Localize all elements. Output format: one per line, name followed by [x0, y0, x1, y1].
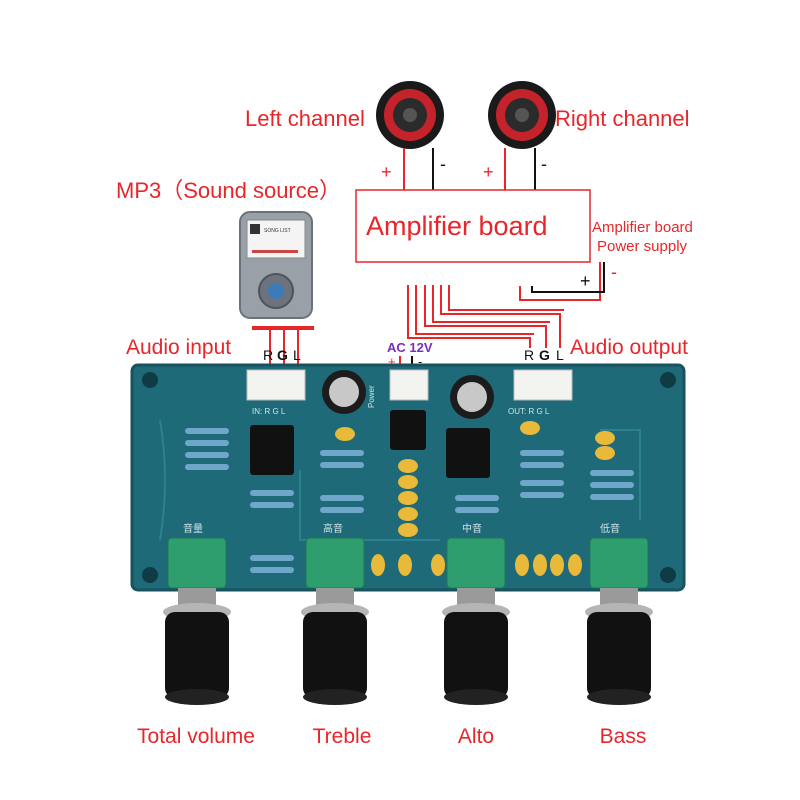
pcb-silk-power: Power [367, 385, 376, 408]
power-input-label: AC 12V [387, 340, 433, 355]
amplifier-board-box [355, 189, 591, 263]
volume-knob[interactable] [163, 537, 231, 705]
audio-input-pin-l: L [293, 347, 301, 363]
right-channel-label: Right channel [555, 106, 690, 131]
pcb-silk-in: IN: R G L [252, 407, 286, 416]
amplifier-board-title: Amplifier board [366, 211, 548, 241]
sound-source-label: MP3（Sound source） [116, 178, 341, 203]
ceramic-capacitors [335, 421, 615, 576]
electrolytic-capacitor [450, 375, 494, 419]
audio-input-label: Audio input [126, 336, 231, 359]
pcb-silk-bass: 低音 [600, 522, 620, 535]
audio-output-pin-r: R [524, 347, 534, 363]
audio-output-pin-g: G [539, 347, 550, 363]
power-plus: + [388, 354, 396, 369]
mp3-player-icon [239, 211, 313, 319]
audio-output-wires [407, 285, 564, 348]
treble-knob[interactable] [301, 537, 369, 705]
left-minus-sign: - [440, 154, 446, 174]
op-amp-chip [250, 425, 294, 475]
right-speaker-icon [488, 81, 556, 149]
amp-power-plus: + [580, 271, 591, 291]
total-volume-label: Total volume [137, 725, 255, 748]
electrolytic-capacitor [322, 370, 366, 414]
audio-output-connector [513, 369, 573, 401]
pcb-silk-mid: 中音 [462, 522, 482, 535]
audio-input-pin-g: G [277, 347, 288, 363]
resistor-array [185, 428, 634, 573]
pcb-silk-out: OUT: R G L [508, 407, 550, 416]
bass-knob[interactable] [585, 537, 653, 705]
power-minus: - [418, 354, 422, 369]
alto-label: Alto [458, 725, 494, 748]
alto-knob[interactable] [442, 537, 510, 705]
power-connector [389, 369, 429, 401]
left-speaker-icon [376, 81, 444, 149]
amplifier-power-label-2: Power supply [597, 238, 688, 255]
mp3-screen-text: SONG LIST [264, 228, 291, 234]
audio-output-pin-l: L [556, 347, 564, 363]
audio-output-label: Audio output [570, 336, 688, 359]
audio-input-connector [246, 369, 306, 401]
speaker-wires [403, 148, 536, 190]
pcb-silk-volume: 音量 [183, 522, 203, 535]
left-plus-sign: + [381, 162, 392, 182]
op-amp-chip [446, 428, 490, 478]
right-plus-sign: + [483, 162, 494, 182]
amplifier-power-label-1: Amplifier board [592, 219, 693, 236]
amp-power-minus: - [611, 262, 617, 282]
bass-label: Bass [600, 725, 647, 748]
left-channel-label: Left channel [245, 106, 365, 131]
right-minus-sign: - [541, 154, 547, 174]
audio-input-pin-r: R [263, 347, 273, 363]
amplifier-power-wires [519, 262, 605, 301]
pcb-silk-treble: 高音 [323, 522, 343, 535]
treble-label: Treble [313, 725, 372, 748]
regulator-chip [390, 410, 426, 450]
